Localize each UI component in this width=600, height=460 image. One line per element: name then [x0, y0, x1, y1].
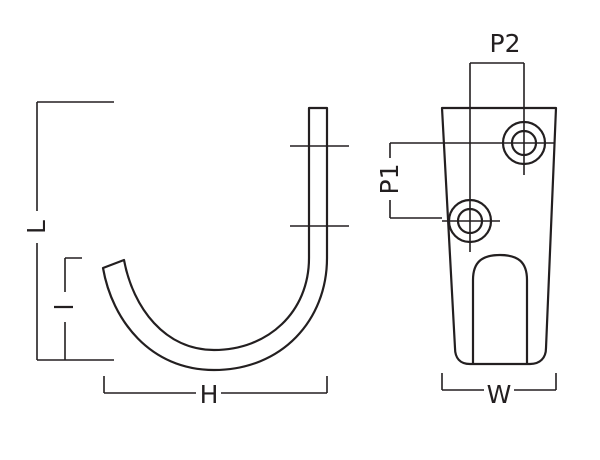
dimension-H: H	[103, 376, 328, 409]
hook-side-profile	[101, 106, 329, 372]
dimension-L: L	[22, 101, 114, 361]
label-L: L	[22, 220, 51, 234]
label-H: H	[200, 380, 219, 409]
label-W: W	[487, 380, 512, 409]
dimension-W: W	[441, 373, 557, 409]
dimension-P2: P2	[470, 29, 525, 95]
dimension-P1: P1	[375, 142, 498, 219]
hook-side-view: L l H	[22, 101, 349, 409]
label-P1: P1	[375, 164, 404, 195]
hook-front-view: P2 P1 W	[375, 29, 558, 409]
label-l: l	[50, 304, 79, 311]
mounting-hole-upper	[498, 95, 555, 175]
dimension-l: l	[50, 257, 82, 360]
mounting-hole-lower	[442, 63, 500, 252]
hook-opening	[471, 253, 529, 364]
label-P2: P2	[490, 29, 521, 58]
front-plate-outline	[440, 106, 558, 366]
